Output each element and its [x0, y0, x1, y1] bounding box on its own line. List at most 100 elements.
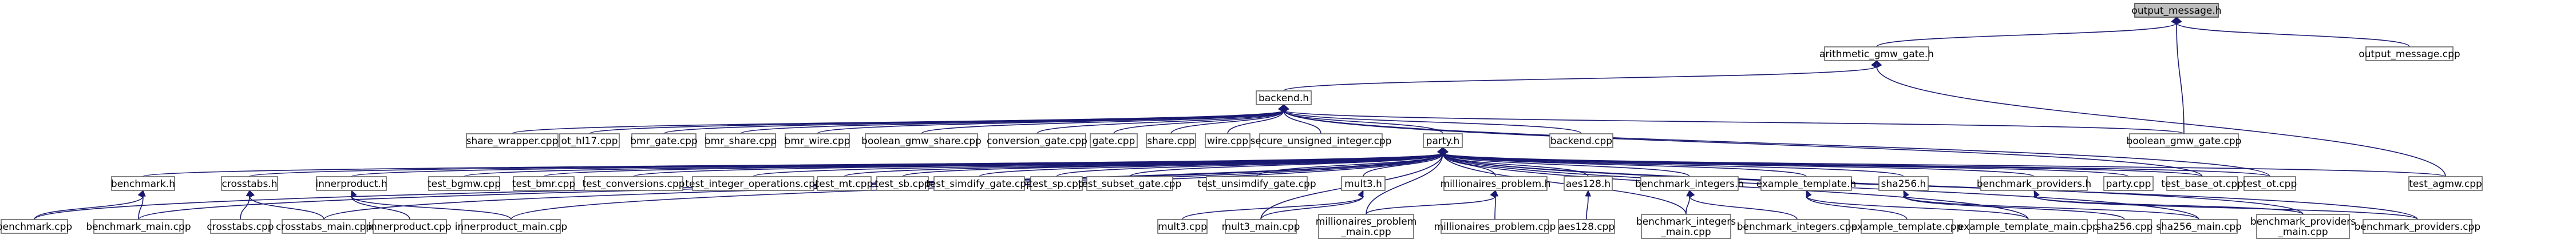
node-test-integer-operations-cpp[interactable]: test_integer_operations.cpp [685, 176, 821, 191]
node-boolean-gmw-gate-cpp[interactable]: boolean_gmw_gate.cpp [2127, 133, 2242, 148]
node-boolean-gmw-share-cpp[interactable]: boolean_gmw_share.cpp [861, 133, 982, 148]
edge-arrowhead [2173, 16, 2180, 23]
node-gate-cpp[interactable]: gate.cpp [1090, 133, 1138, 148]
node-label: test_integer_operations.cpp [685, 178, 821, 190]
node-example-template-cpp[interactable]: example_template.cpp [1851, 219, 1963, 234]
node-crosstabs-h[interactable]: crosstabs.h [221, 176, 278, 191]
node-label: millionaires_problem [1316, 216, 1417, 228]
node-label: bmr_gate.cpp [630, 136, 698, 147]
node-mult3-cpp[interactable]: mult3.cpp [1157, 219, 1208, 234]
edge-line [921, 110, 1284, 134]
node-box [1744, 219, 1850, 234]
node-box [210, 219, 271, 234]
edge-line [1283, 110, 2185, 134]
edge-line [2176, 22, 2410, 47]
edge-mult3_h-to-mult3_main_cpp [1260, 189, 1364, 220]
edge-arithmetic_gmw_gate_h-to-test_agmw_cpp [1876, 59, 2446, 177]
node-label: test_bmr.cpp [512, 178, 575, 190]
node-crosstabs-main-cpp[interactable]: crosstabs_main.cpp [276, 219, 372, 234]
node-test-sp-cpp[interactable]: test_sp.cpp [1028, 176, 1085, 191]
edge-line [1113, 110, 1284, 134]
node-box [2129, 133, 2239, 148]
node-aes128-cpp[interactable]: aes128.cpp [1558, 219, 1615, 234]
node-box [1443, 176, 1548, 191]
node-benchmark-integers-cpp[interactable]: benchmark_integers.cpp [1737, 219, 1858, 234]
edge-line [2033, 196, 2304, 215]
node-test-ot-cpp[interactable]: test_ot.cpp [2243, 176, 2297, 191]
node-ot-hl17-cpp[interactable]: ot_hl17.cpp [559, 133, 620, 148]
node-conversion-gate-cpp[interactable]: conversion_gate.cpp [987, 133, 1087, 148]
node-output-message-cpp[interactable]: output_message.cpp [2359, 46, 2460, 61]
node-box [1640, 176, 1739, 191]
node-innerproduct-cpp[interactable]: innerproduct.cpp [368, 219, 452, 234]
node-mult3-h[interactable]: mult3.h [1341, 176, 1386, 191]
edge-line [1056, 153, 1443, 177]
node-box [2408, 176, 2483, 191]
node-benchmark-h[interactable]: benchmark.h [111, 176, 175, 191]
node-test-base-ot-cpp[interactable]: test_base_ot.cpp [2161, 176, 2243, 191]
node-label: party.cpp [2106, 178, 2151, 190]
node-benchmark-cpp[interactable]: benchmark.cpp [0, 219, 72, 234]
edge-arrowhead [140, 189, 146, 197]
node-innerproduct-h[interactable]: innerproduct.h [315, 176, 387, 191]
node-mult3-main-cpp[interactable]: mult3_main.cpp [1222, 219, 1300, 234]
node-arithmetic-gmw-gate-h[interactable]: arithmetic_gmw_gate.h [1819, 46, 1934, 61]
edge-line [1283, 110, 2270, 177]
node-box [461, 219, 561, 234]
node-millionaires-problem-main-cpp[interactable]: millionaires_problem_main.cpp [1316, 214, 1417, 239]
node-benchmark-integers-main-cpp[interactable]: benchmark_integers_main.cpp [1636, 214, 1736, 239]
node-label: benchmark_integers.cpp [1737, 221, 1858, 233]
node-sha256-cpp[interactable]: sha256.cpp [2096, 219, 2153, 234]
edge-millionaires_problem_h-to-millionaires_problem_main_cpp [1366, 189, 1496, 215]
edge-line [351, 196, 410, 220]
node-example-template-h[interactable]: example_template.h [1756, 176, 1857, 191]
node-example-template-main-cpp[interactable]: example_template_main.cpp [1958, 219, 2099, 234]
node-benchmark-providers-cpp[interactable]: benchmark_providers.cpp [2355, 219, 2480, 234]
node-test-mt-cpp[interactable]: test_mt.cpp [816, 176, 873, 191]
node-test-sb-cpp[interactable]: test_sb.cpp [875, 176, 931, 191]
node-box [1256, 90, 1312, 105]
node-party-h[interactable]: party.h [1423, 133, 1463, 148]
node-bmr-gate-cpp[interactable]: bmr_gate.cpp [630, 133, 698, 148]
node-aes128-h[interactable]: aes128.h [1564, 176, 1613, 191]
node-benchmark-main-cpp[interactable]: benchmark_main.cpp [86, 219, 191, 234]
node-millionaires-problem-cpp[interactable]: millionaires_problem.cpp [1434, 219, 1556, 234]
node-bmr-share-cpp[interactable]: bmr_share.cpp [705, 133, 777, 148]
node-backend-cpp[interactable]: backend.cpp [1549, 133, 1613, 148]
node-box [1760, 176, 1852, 191]
node-party-cpp[interactable]: party.cpp [2103, 176, 2154, 191]
node-test-simdify-gate-cpp[interactable]: test_simdify_gate.cpp [926, 176, 1032, 191]
node-test-bmr-cpp[interactable]: test_bmr.cpp [512, 176, 575, 191]
node-box [705, 133, 776, 148]
node-test-subset-gate-cpp[interactable]: test_subset_gate.cpp [1078, 176, 1182, 191]
node-label: test_base_ot.cpp [2161, 178, 2243, 190]
node-sha256-main-cpp[interactable]: sha256_main.cpp [2156, 219, 2242, 234]
node-label: crosstabs.cpp [207, 221, 274, 233]
node-label: sha256.cpp [2096, 221, 2153, 233]
node-secure-unsigned-integer-cpp[interactable]: secure_unsigned_integer.cpp [1250, 133, 1392, 148]
node-backend-h[interactable]: backend.h [1256, 90, 1312, 105]
node-wire-cpp[interactable]: wire.cpp [1205, 133, 1251, 148]
node-test-bgmw-cpp[interactable]: test_bgmw.cpp [428, 176, 501, 191]
node-test-conversions-cpp[interactable]: test_conversions.cpp [582, 176, 685, 191]
node-benchmark-providers-main-cpp[interactable]: benchmark_providers_main.cpp [2250, 214, 2356, 239]
node-benchmark-integers-h[interactable]: benchmark_integers.h [1635, 176, 1744, 191]
node-box [2103, 176, 2154, 191]
node-share-wrapper-cpp[interactable]: share_wrapper.cpp [466, 133, 559, 148]
node-label: test_ot.cpp [2243, 178, 2297, 190]
node-test-unsimdify-gate-cpp[interactable]: test_unsimdify_gate.cpp [1197, 176, 1316, 191]
node-test-agmw-cpp[interactable]: test_agmw.cpp [2408, 176, 2483, 191]
node-share-cpp[interactable]: share.cpp [1146, 133, 1196, 148]
node-label: share_wrapper.cpp [466, 136, 559, 147]
node-millionaires-problem-h[interactable]: millionaires_problem.h [1441, 176, 1551, 191]
node-bmr-wire-cpp[interactable]: bmr_wire.cpp [785, 133, 850, 148]
node-benchmark-providers-h[interactable]: benchmark_providers.h [1977, 176, 2091, 191]
node-crosstabs-cpp[interactable]: crosstabs.cpp [207, 219, 274, 234]
edge-line [1806, 196, 2029, 220]
node-sha256-h[interactable]: sha256.h [1878, 176, 1929, 191]
node-innerproduct-main-cpp[interactable]: innerproduct_main.cpp [455, 219, 567, 234]
node-label: test_conversions.cpp [582, 178, 684, 190]
graph-nodes: output_message.h arithmetic_gmw_gate.h out… [0, 3, 2483, 239]
edge-party_h-to-benchmark_providers_cpp [1442, 146, 2418, 220]
node-output-message-h[interactable]: output_message.h [2131, 3, 2222, 18]
